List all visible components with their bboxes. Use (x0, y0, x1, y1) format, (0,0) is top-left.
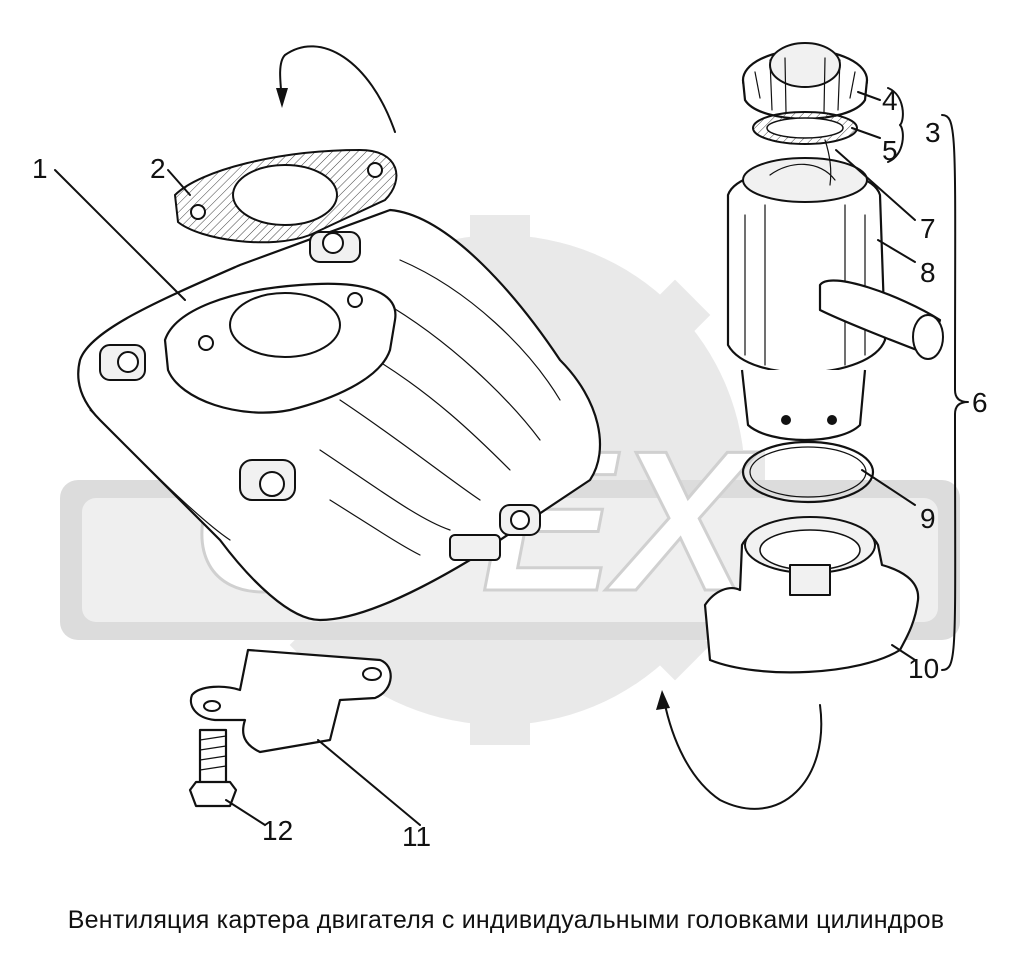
callout-3: 3 (925, 117, 941, 148)
callout-1: 1 (32, 153, 48, 184)
callout-8: 8 (920, 257, 936, 288)
part-10-base (703, 516, 920, 674)
callout-4: 4 (882, 85, 898, 116)
callout-10: 10 (908, 653, 939, 684)
exploded-parts-drawing: OPEX (32, 42, 988, 852)
part-4-cap (741, 42, 869, 120)
part-5-ring (752, 111, 858, 145)
callout-9: 9 (920, 503, 936, 534)
part-8-body (726, 139, 944, 442)
callout-6: 6 (972, 387, 988, 418)
part-2-gasket (173, 148, 398, 244)
rotation-arrow-bottom (656, 690, 823, 810)
rotation-arrow-top (276, 45, 396, 133)
callout-12: 12 (262, 815, 293, 846)
callout-11: 11 (402, 821, 431, 852)
callout-7: 7 (920, 213, 936, 244)
callout-labels: 1 2 3 4 5 6 7 8 9 10 11 12 (32, 85, 988, 852)
figure-caption: Вентиляция картера двигателя с индивидуа… (67, 906, 945, 934)
leader-lines (54, 87, 969, 826)
part-11-bracket (189, 648, 392, 754)
part-1-cover (77, 208, 602, 622)
part-12-bolt (188, 728, 238, 808)
callout-5: 5 (882, 135, 898, 166)
callout-2: 2 (150, 153, 166, 184)
